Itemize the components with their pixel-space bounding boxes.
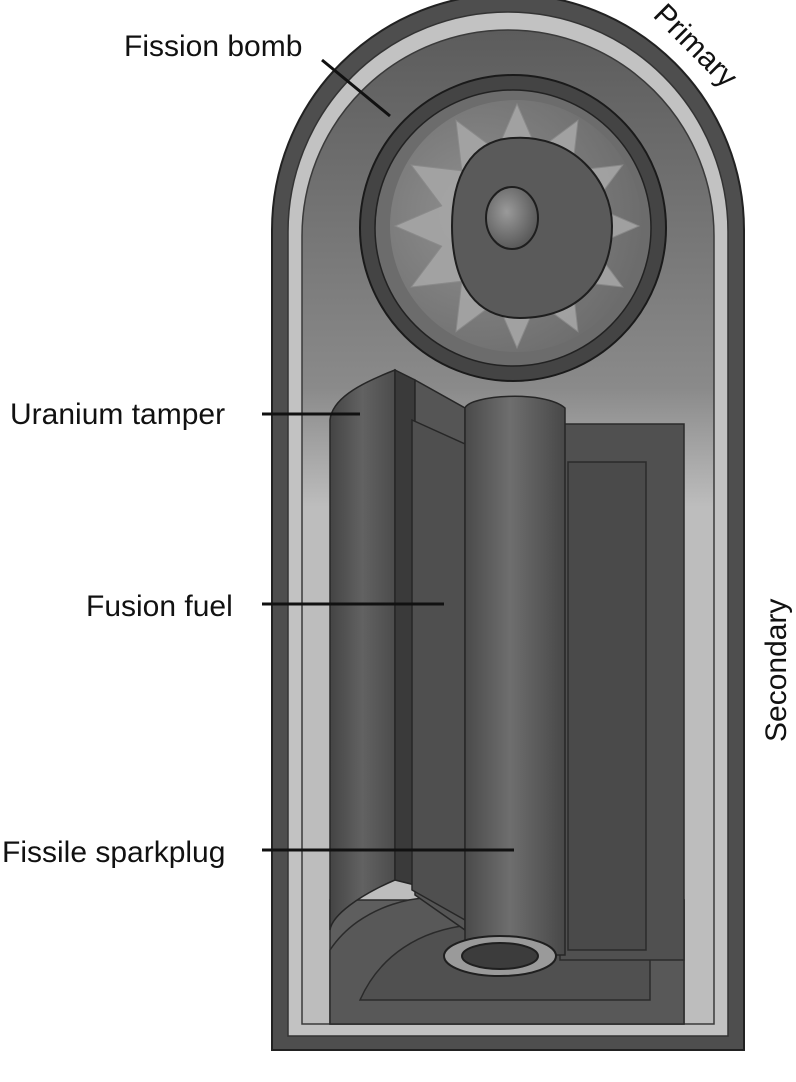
- primary-fission-bomb: [359, 74, 667, 382]
- label-fissile-sparkplug: Fissile sparkplug: [2, 836, 225, 869]
- sparkplug-bottom-hole: [461, 942, 539, 970]
- secondary-assembly: [329, 368, 685, 1025]
- label-fission-bomb: Fission bomb: [124, 30, 302, 63]
- primary-pit: [485, 186, 539, 250]
- secondary-cutaway-inner: [567, 461, 647, 951]
- label-secondary: Secondary: [760, 599, 793, 742]
- fusion-fuel-inner-edge: [411, 418, 466, 922]
- fissile-sparkplug-rod: [464, 395, 566, 956]
- uranium-tamper-cylinder: [329, 368, 396, 931]
- label-fusion-fuel: Fusion fuel: [86, 590, 233, 623]
- leader-fission-bomb: [321, 58, 391, 118]
- label-uranium-tamper: Uranium tamper: [10, 398, 225, 431]
- leader-lines: [262, 58, 514, 852]
